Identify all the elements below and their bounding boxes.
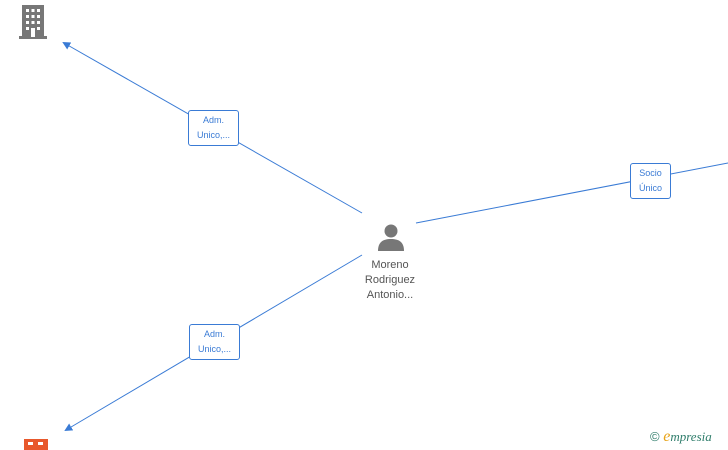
person-name-label[interactable]: Moreno Rodriguez Antonio... <box>340 258 440 303</box>
person-name-line-2: Rodriguez <box>364 274 416 286</box>
edge-label-right[interactable]: Socio Único <box>630 163 671 199</box>
edge-label-bottom-left[interactable]: Adm. Unico,... <box>189 324 240 360</box>
person-icon[interactable] <box>376 222 406 252</box>
edge-label-line-2: Unico,... <box>197 344 231 354</box>
edge-label-top-left[interactable]: Adm. Unico,... <box>188 110 239 146</box>
watermark: © empresia <box>650 428 712 446</box>
company-icon[interactable] <box>23 438 49 450</box>
edge-label-line-1: Socio <box>639 168 662 178</box>
brand-logo-e: e <box>663 428 671 445</box>
person-name-line-1: Moreno <box>371 259 409 271</box>
edge-label-line-2: Unico,... <box>196 130 230 140</box>
edge-label-line-1: Adm. <box>203 329 225 339</box>
person-name-line-3: Antonio... <box>366 289 414 301</box>
copyright-icon: © <box>650 429 660 444</box>
edge-label-line-2: Único <box>638 183 662 193</box>
brand-logo-rest: mpresia <box>670 429 712 444</box>
edge-label-line-1: Adm. <box>202 115 224 125</box>
edge-line-right <box>415 162 728 224</box>
brand-logo: empresia <box>663 428 712 445</box>
building-icon[interactable] <box>17 4 49 40</box>
